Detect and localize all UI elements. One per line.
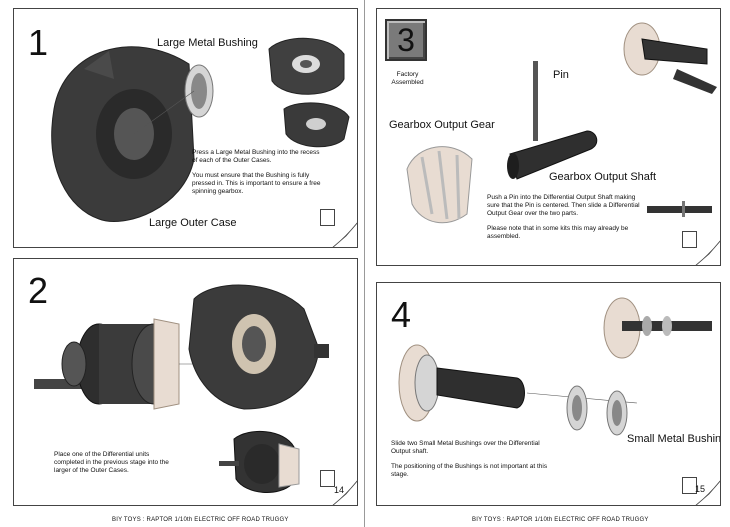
step-1-panel: 1 Large Metal Bushing Large Outer Case P… xyxy=(13,8,358,248)
footer-left: BIY TOYS : RAPTOR 1/10th ELECTRIC OFF RO… xyxy=(112,517,289,523)
instruction-text: Press a Large Metal Bushing into the rec… xyxy=(192,149,320,164)
step-number: 4 xyxy=(391,294,412,335)
step-4-panel: 4 Small Metal Bushing Slide two Small Me… xyxy=(376,282,721,506)
step-3-checkbox[interactable] xyxy=(682,231,697,248)
step-3-instructions: Push a Pin into the Differential Output … xyxy=(487,194,647,248)
page-number-right: 15 xyxy=(695,484,706,494)
step-1-instructions: Press a Large Metal Bushing into the rec… xyxy=(192,149,322,203)
step-1-illustration xyxy=(51,37,350,222)
label-small-metal-bushing: Small Metal Bushing xyxy=(627,433,721,445)
footer-right: BIY TOYS : RAPTOR 1/10th ELECTRIC OFF RO… xyxy=(472,517,649,523)
step-number: 1 xyxy=(28,22,49,63)
page-number-left: 14 xyxy=(334,485,345,495)
factory-assembled-note: Factory Assembled xyxy=(391,71,424,86)
step-number-badge: 3 xyxy=(385,19,427,61)
page-curl-icon xyxy=(695,480,720,505)
label-pin: Pin xyxy=(553,69,569,81)
label-large-outer-case: Large Outer Case xyxy=(149,217,237,229)
label-gearbox-output-gear: Gearbox Output Gear xyxy=(389,119,495,131)
step-3-illustration xyxy=(406,22,717,224)
step-4-instructions: Slide two Small Metal Bushings over the … xyxy=(391,440,551,486)
label-gearbox-output-shaft: Gearbox Output Shaft xyxy=(549,171,657,183)
step-1-checkbox[interactable] xyxy=(320,209,335,226)
step-4-illustration xyxy=(398,297,712,436)
step-4-checkbox[interactable] xyxy=(682,477,697,494)
spine-divider xyxy=(364,0,365,527)
step-2-panel: 2 Place one of the Differential units co… xyxy=(13,258,358,506)
step-2-checkbox[interactable] xyxy=(320,470,335,487)
page-curl-icon xyxy=(695,240,720,265)
step-number: 2 xyxy=(28,270,49,311)
step-2-instructions: Place one of the Differential units comp… xyxy=(54,451,169,482)
step-3-panel: 3 Factory Assembled Pin Gearbox Output G… xyxy=(376,8,721,266)
step-2-illustration xyxy=(34,284,329,494)
page-curl-icon xyxy=(332,480,357,505)
page-curl-icon xyxy=(332,222,357,247)
instruction-text: Push a Pin into the Differential Output … xyxy=(487,194,640,217)
instruction-text: Place one of the Differential units comp… xyxy=(54,451,169,474)
label-large-metal-bushing: Large Metal Bushing xyxy=(157,37,258,49)
instruction-text: Please note that in some kits this may a… xyxy=(487,225,629,240)
instruction-text: You must ensure that the Bushing is full… xyxy=(192,172,321,195)
instruction-text: The positioning of the Bushings is not i… xyxy=(391,463,548,478)
instruction-text: Slide two Small Metal Bushings over the … xyxy=(391,440,540,455)
